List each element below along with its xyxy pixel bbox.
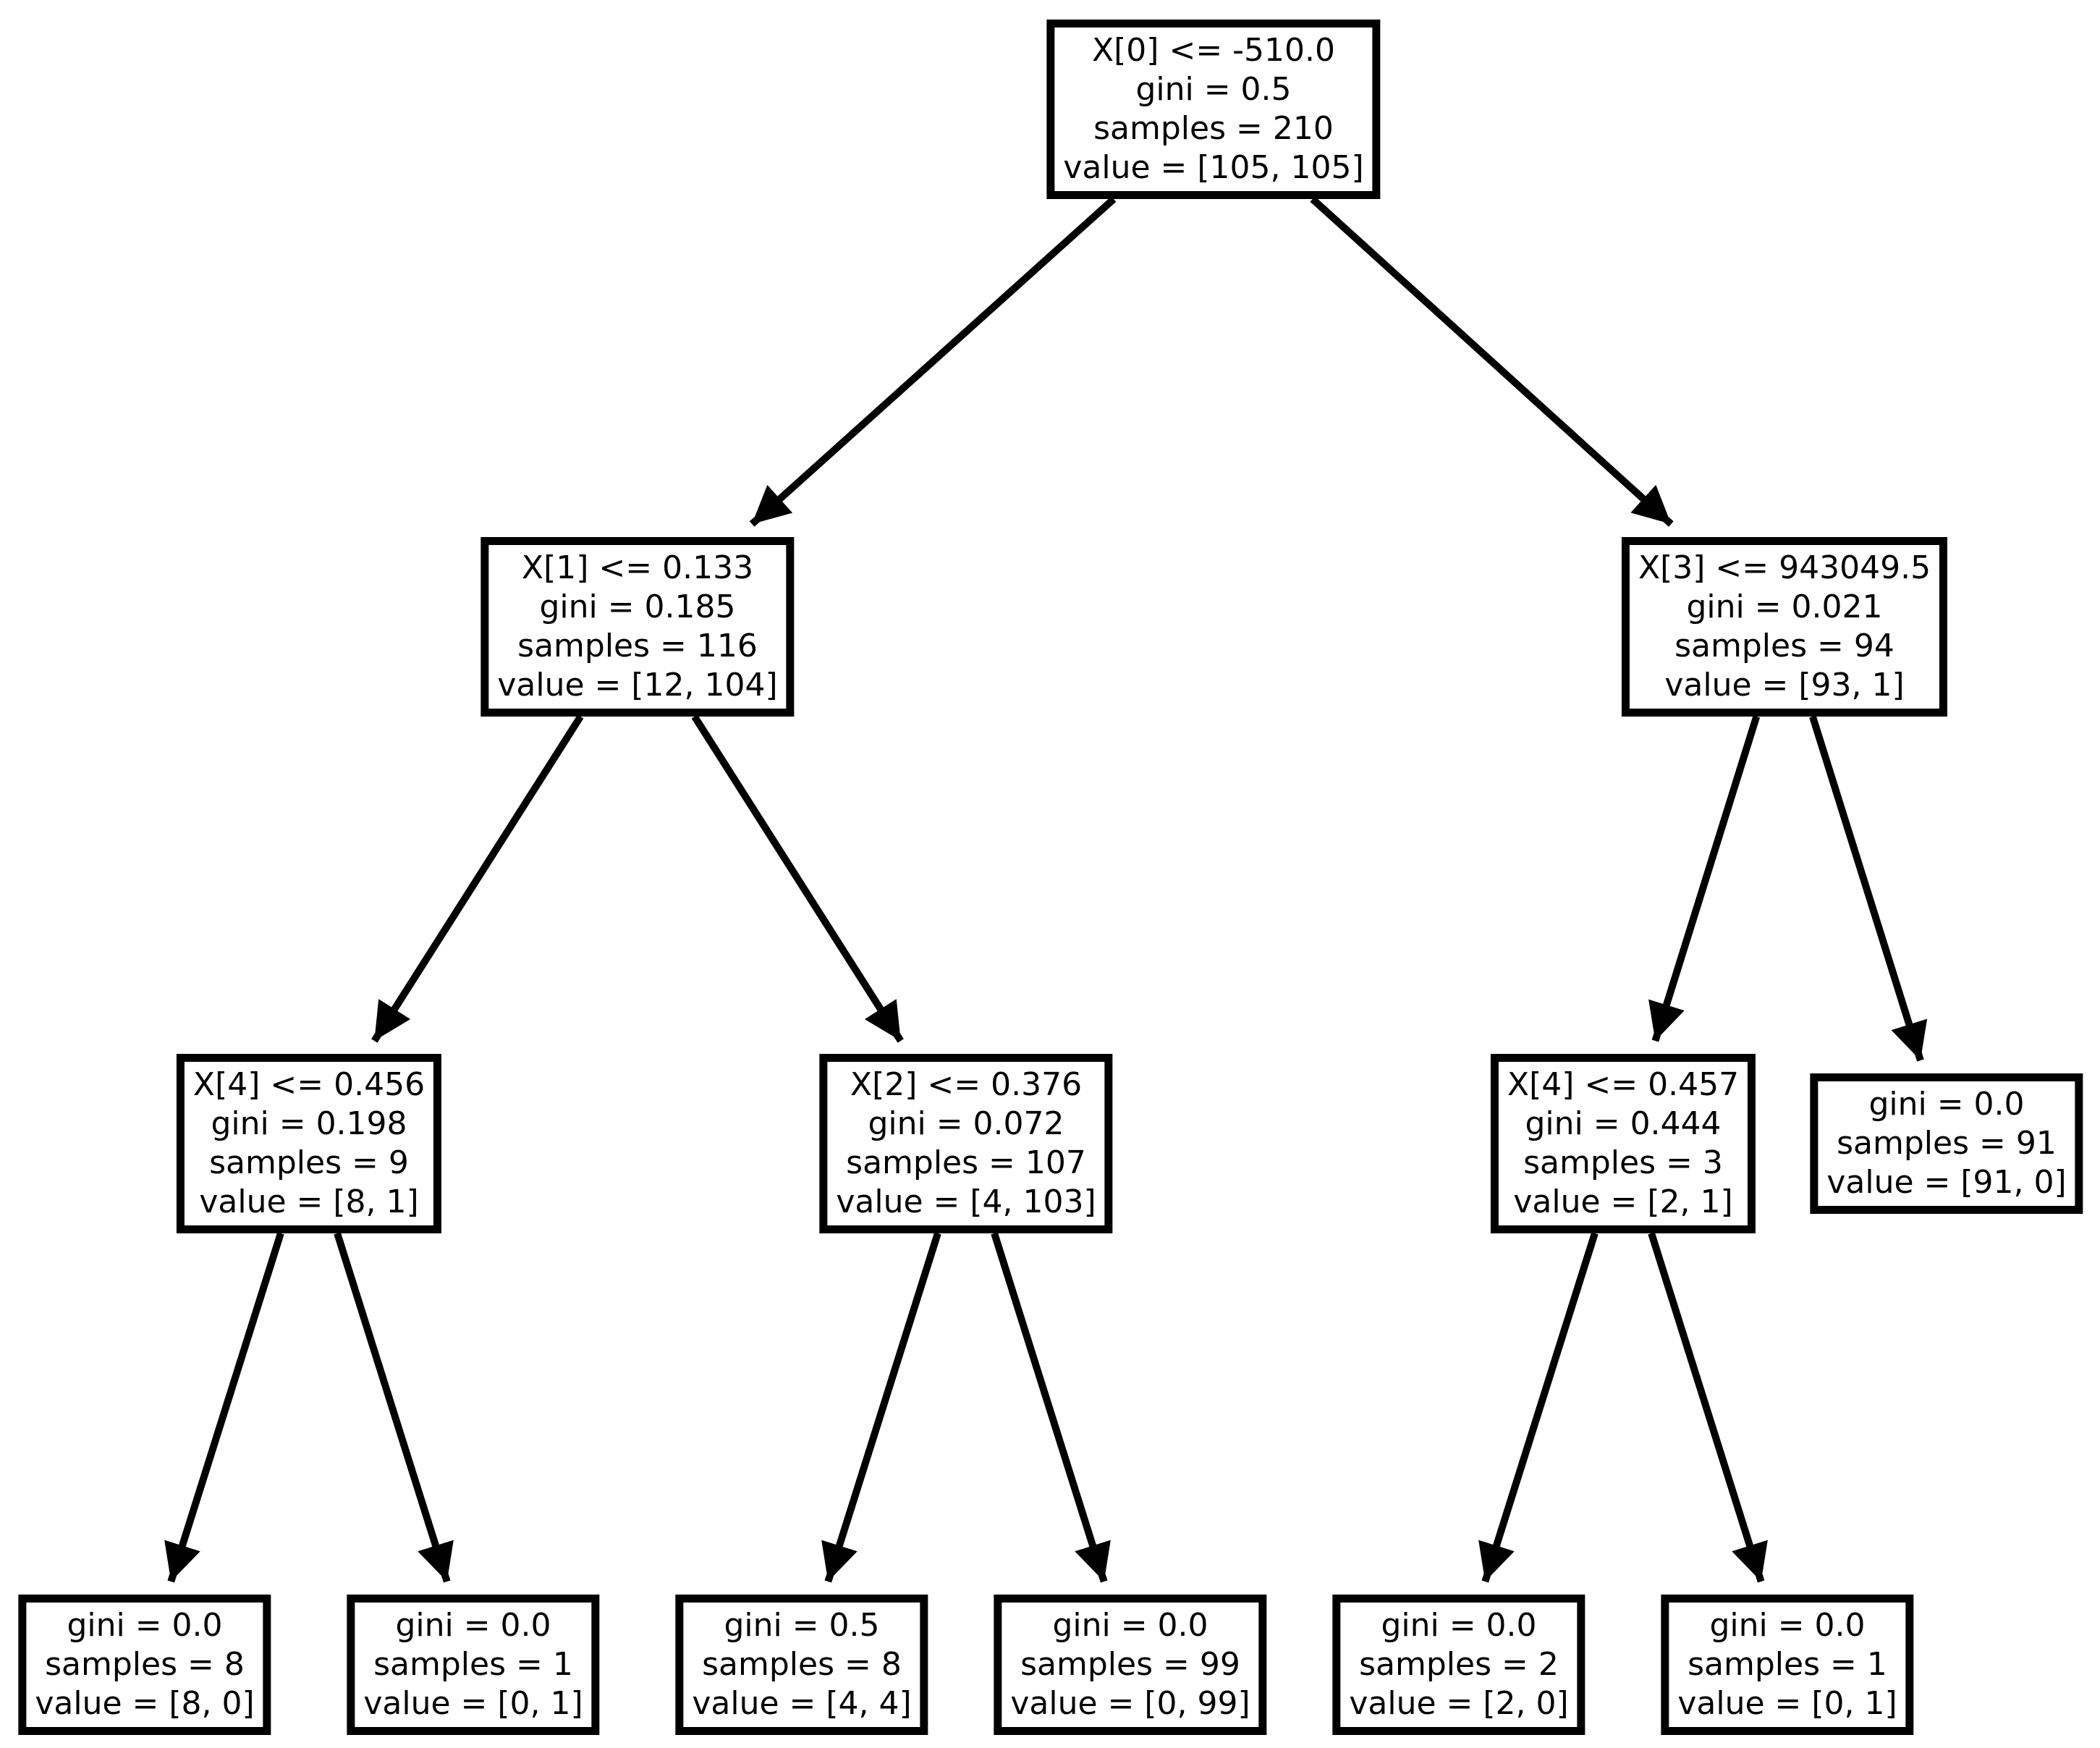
node-text-line: value = [4, 103] <box>836 1183 1096 1220</box>
tree-edge-arrow <box>1648 715 1761 1042</box>
node-text-line: gini = 0.444 <box>1525 1105 1722 1142</box>
node-text-line: X[1] <= 0.133 <box>521 549 754 586</box>
node-text-line: samples = 91 <box>1837 1125 2057 1162</box>
tree-edge-arrow <box>1648 1232 1768 1583</box>
tree-edge-arrow <box>691 714 904 1043</box>
node-text-line: samples = 1 <box>1688 1646 1887 1683</box>
node-text-line: value = [91, 0] <box>1826 1164 2067 1201</box>
node-text-line: value = [105, 105] <box>1063 149 1364 186</box>
tree-edge-arrow <box>371 714 584 1043</box>
node-text-line: value = [8, 1] <box>199 1183 419 1220</box>
node-text-line: gini = 0.0 <box>67 1607 223 1644</box>
node-text-line: gini = 0.198 <box>211 1105 407 1142</box>
node-text-line: value = [0, 1] <box>1677 1685 1897 1722</box>
node-text-line: value = [8, 0] <box>35 1685 255 1722</box>
node-text-line: X[4] <= 0.456 <box>192 1066 425 1103</box>
node-text-line: samples = 8 <box>702 1646 902 1683</box>
node-text-line: X[3] <= 943049.5 <box>1638 549 1931 586</box>
node-text-line: value = [4, 4] <box>692 1685 912 1722</box>
node-text-line: gini = 0.072 <box>868 1105 1064 1142</box>
tree-edge-arrow <box>164 1232 284 1583</box>
node-text-line: gini = 0.0 <box>1052 1607 1208 1644</box>
node-text-line: gini = 0.0 <box>1868 1086 2025 1123</box>
tree-edge-arrow <box>334 1232 454 1583</box>
node-text-line: samples = 210 <box>1093 110 1334 147</box>
node-text-line: gini = 0.0 <box>1381 1607 1537 1644</box>
node-text-line: gini = 0.0 <box>395 1607 551 1644</box>
node-text-line: value = [12, 104] <box>497 667 778 704</box>
node-text-line: samples = 8 <box>45 1646 245 1683</box>
node-text-line: samples = 116 <box>517 628 758 664</box>
tree-edge-arrow <box>821 1232 941 1583</box>
node-text-line: X[2] <= 0.376 <box>850 1066 1083 1103</box>
node-text-line: samples = 9 <box>209 1144 409 1181</box>
node-text-line: samples = 107 <box>846 1144 1086 1181</box>
node-text-line: gini = 0.021 <box>1686 588 1883 625</box>
tree-edge-arrow <box>991 1232 1111 1583</box>
node-text-line: value = [2, 1] <box>1513 1183 1733 1220</box>
node-text-line: samples = 99 <box>1020 1646 1240 1683</box>
node-text-line: X[0] <= -510.0 <box>1091 32 1336 69</box>
node-text-line: gini = 0.0 <box>1709 1607 1866 1644</box>
node-text-line: gini = 0.5 <box>724 1607 880 1644</box>
node-text-line: samples = 2 <box>1359 1646 1559 1683</box>
node-text-line: X[4] <= 0.457 <box>1507 1066 1740 1103</box>
node-text-line: samples = 1 <box>373 1646 573 1683</box>
node-text-line: samples = 94 <box>1675 628 1894 664</box>
tree-edge-arrow <box>1310 196 1674 527</box>
tree-edge-arrow <box>749 196 1117 527</box>
tree-edge-arrow <box>1809 715 1928 1062</box>
tree-edge-arrow <box>1478 1232 1599 1583</box>
node-text-line: value = [0, 1] <box>363 1685 583 1722</box>
node-text-line: gini = 0.185 <box>539 588 736 625</box>
node-text-line: value = [0, 99] <box>1010 1685 1250 1722</box>
node-text-line: gini = 0.5 <box>1135 71 1292 108</box>
node-text-line: samples = 3 <box>1523 1144 1723 1181</box>
node-text-line: value = [2, 0] <box>1349 1685 1569 1722</box>
node-text-line: value = [93, 1] <box>1664 667 1905 704</box>
